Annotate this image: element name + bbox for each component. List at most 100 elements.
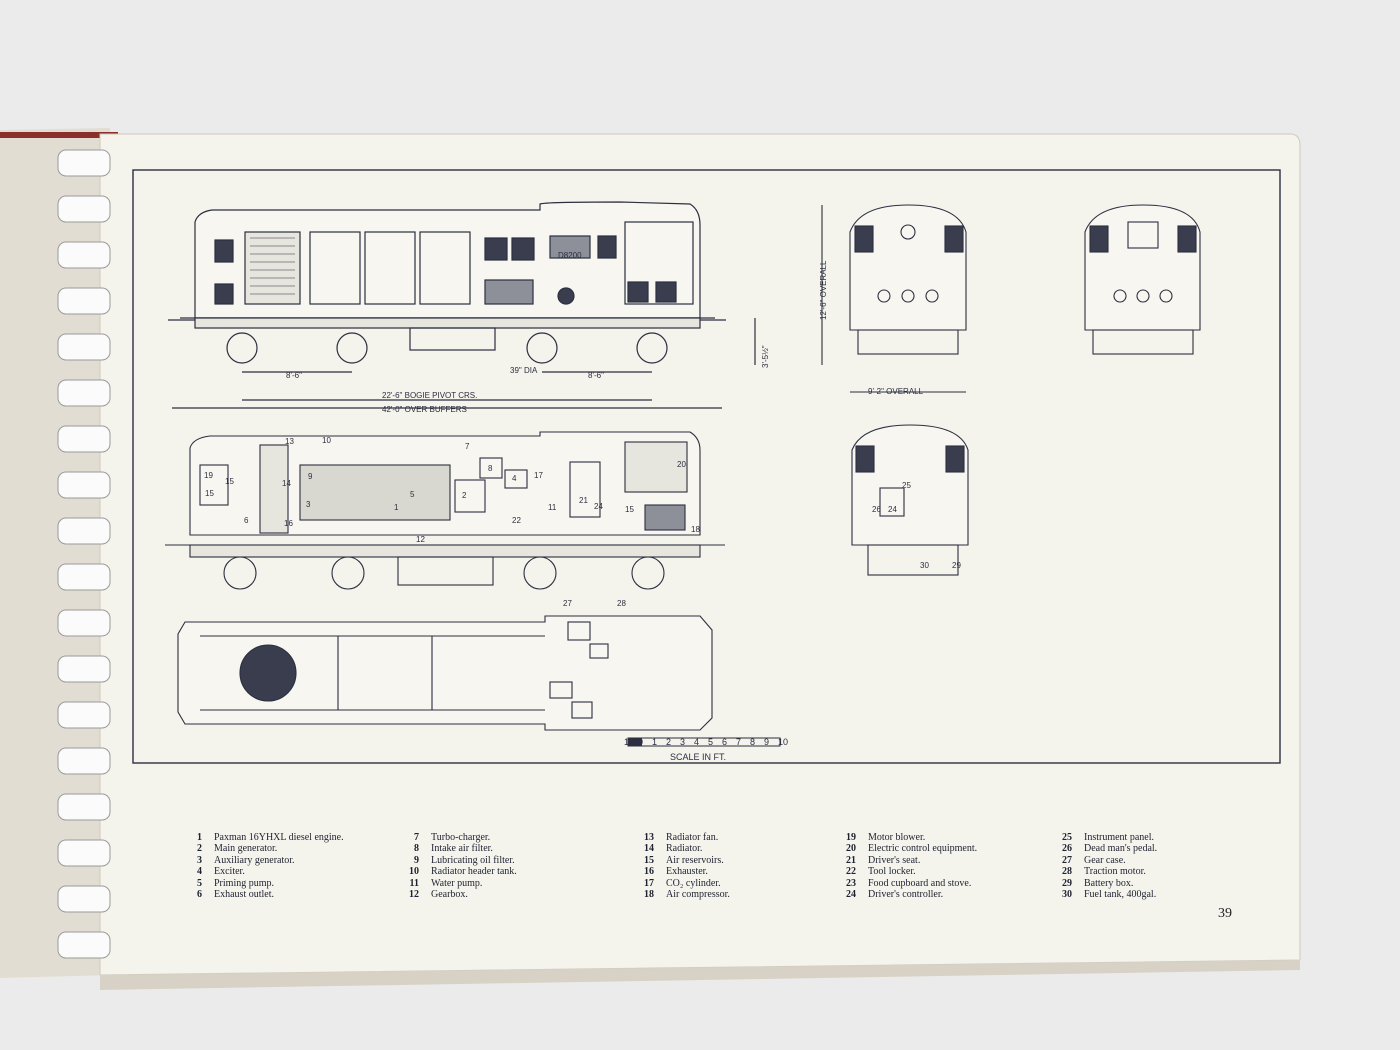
cab-callout-number: 29 — [952, 561, 961, 570]
callout-number: 15 — [205, 489, 214, 498]
legend-text: Radiator fan. — [666, 832, 719, 843]
callout-number: 12 — [416, 535, 425, 544]
callout-number: 20 — [677, 460, 686, 469]
callout-number: 27 — [563, 599, 572, 608]
dim-wheel-dia: 39" DIA — [510, 366, 538, 375]
legend-text: Dead man's pedal. — [1084, 843, 1158, 855]
legend-number: 21 — [846, 854, 856, 866]
dim-wheelbase-right: 8'-6" — [588, 371, 604, 380]
legend-text: Intake air filter. — [431, 843, 493, 855]
legend-text: Radiator. — [666, 843, 703, 855]
callout-number: 18 — [691, 525, 700, 534]
legend-number: 8 — [414, 843, 419, 855]
scale-tick-label: 10 — [778, 737, 788, 747]
cover-edge — [0, 132, 118, 138]
scale-tick-label: 6 — [722, 737, 727, 747]
binding-loop — [57, 793, 111, 821]
scale-tick-label: 0 — [638, 737, 643, 747]
plan-view — [177, 615, 713, 731]
callout-number: 4 — [512, 474, 517, 483]
legend-item: 8 Intake air filter. — [405, 843, 517, 854]
legend-text: Driver's seat. — [868, 854, 921, 866]
loco-number: D8200 — [558, 251, 582, 260]
legend-number: 9 — [414, 854, 419, 866]
binding-loop — [57, 517, 111, 545]
binding-loop — [57, 195, 111, 223]
legend-number: 1 — [197, 832, 202, 843]
legend-number: 20 — [846, 843, 856, 855]
binding-loop — [57, 655, 111, 683]
callout-number: 9 — [308, 472, 313, 481]
callout-number: 11 — [548, 503, 557, 512]
legend-text: Motor blower. — [868, 832, 926, 843]
dim-over-buffers: 42'-0" OVER BUFFERS — [382, 405, 467, 414]
end-view-front — [821, 204, 967, 393]
legend-text: Exhaust outlet. — [214, 889, 274, 901]
callout-number: 24 — [594, 502, 603, 511]
binding-loop — [57, 609, 111, 637]
legend-number: 29 — [1062, 877, 1072, 889]
legend-number: 12 — [409, 889, 419, 901]
dim-wheelbase-left: 8'-6" — [286, 371, 302, 380]
dim-width-overall: 9'-2" OVERALL — [868, 387, 924, 396]
binding-loop — [57, 379, 111, 407]
legend-text: CO₂ cylinder. — [666, 877, 721, 889]
scale-tick-label: 9 — [764, 737, 769, 747]
callout-number: 16 — [284, 519, 293, 528]
legend-text: Driver's controller. — [868, 889, 944, 901]
callout-number: 17 — [534, 471, 543, 480]
legend-text: Priming pump. — [214, 877, 275, 889]
legend-number: 16 — [644, 866, 654, 878]
legend-text: Lubricating oil filter. — [431, 854, 515, 866]
legend-number: 17 — [644, 877, 654, 889]
legend-text: Food cupboard and stove. — [868, 877, 972, 889]
binding-loop — [57, 563, 111, 591]
legend-number: 25 — [1062, 832, 1072, 843]
spiral-binding — [57, 149, 111, 959]
cab-section-view — [851, 424, 969, 576]
legend-item: 6 Exhaust outlet. — [188, 889, 344, 900]
cab-callout-number: 24 — [888, 505, 897, 514]
dim-height-overall: 12'-6" OVERALL — [819, 260, 828, 320]
binding-loop — [57, 471, 111, 499]
end-view-rear — [1084, 204, 1201, 355]
legend-number: 6 — [197, 889, 202, 901]
legend-number: 22 — [846, 866, 856, 878]
binding-loop — [57, 701, 111, 729]
legend-number: 13 — [644, 832, 654, 843]
legend-number: 5 — [197, 877, 202, 889]
callout-number: 15 — [225, 477, 234, 486]
binding-loop — [57, 425, 111, 453]
binding-loop — [57, 839, 111, 867]
legend-number: 3 — [197, 854, 202, 866]
legend-number: 10 — [409, 866, 419, 878]
callout-number: 8 — [488, 464, 493, 473]
cab-callout-number: 26 — [872, 505, 881, 514]
cab-callout-number: 25 — [902, 481, 911, 490]
legend-number: 14 — [644, 843, 654, 855]
scale-tick-label: 5 — [708, 737, 713, 747]
callout-number: 5 — [410, 490, 415, 499]
callout-number: 15 — [625, 505, 634, 514]
scale-label: SCALE IN FT. — [670, 752, 726, 762]
callout-number: 7 — [465, 442, 470, 451]
scale-tick-label: 2 — [666, 737, 671, 747]
callout-number: 14 — [282, 479, 291, 488]
